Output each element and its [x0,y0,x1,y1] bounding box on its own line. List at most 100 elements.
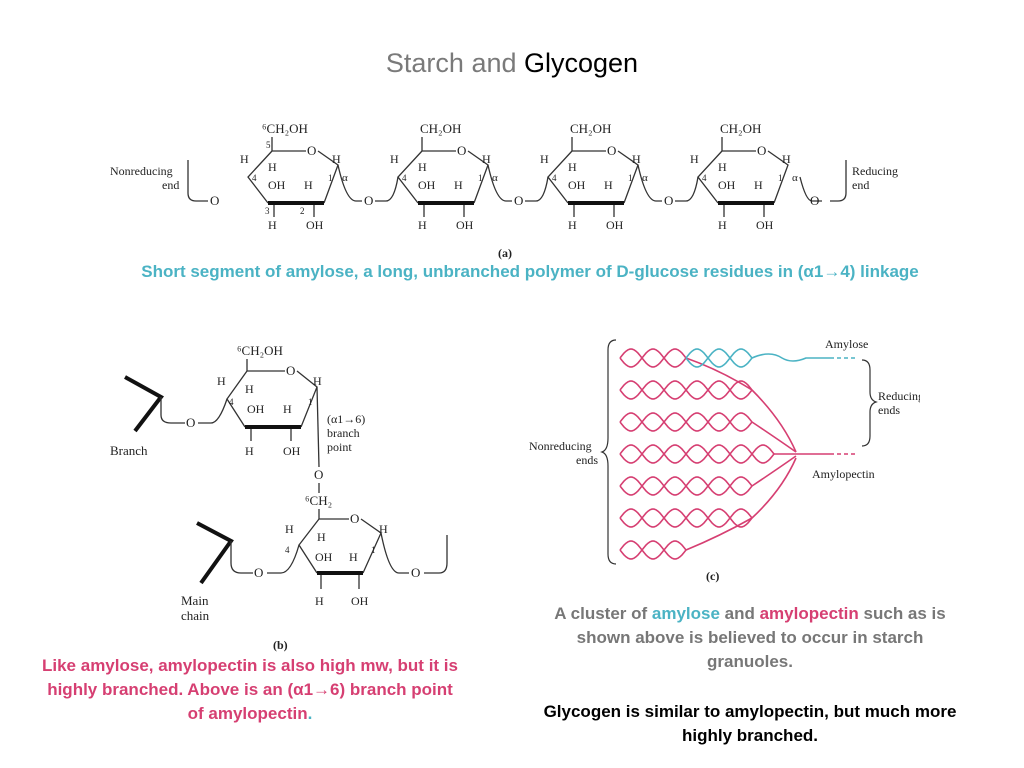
amylopectin-helix [619,444,775,464]
nonreducing-end-label-2: end [162,178,179,192]
amylose-helix [685,348,753,368]
main-chain-label-1: Main [181,593,209,608]
amylopectin-helix [619,540,687,560]
ch2oh-label: CH₂OH [420,121,461,136]
reducing-ends-label-1: Reducing [878,389,920,403]
caption-c-post: such as is shown above is believed to oc… [576,604,946,671]
svg-text:H: H [285,522,294,536]
branch-point-label-1: (α1→6) [327,412,365,426]
svg-text:1: 1 [478,173,483,183]
ch2-label: ⁶CH₂ [305,493,332,508]
amylopectin-branch [685,357,753,391]
svg-text:OH: OH [247,402,265,416]
svg-text:H: H [245,382,254,396]
amylopectin-label: Amylopectin [812,467,875,481]
main-chain-label-2: chain [181,608,210,623]
svg-text:H: H [240,152,249,166]
svg-text:O: O [286,363,295,378]
chain-end-bond [830,160,847,202]
svg-text:H: H [304,178,313,192]
amylose-amylopectin-cluster-diagram: Nonreducing ends Amylose Reducing ends A… [529,337,920,583]
branch-point-label-2: branch [327,426,360,440]
amylopectin-branch [751,421,797,453]
amylopectin-helix [619,348,687,368]
svg-text:H: H [313,374,322,388]
glycosidic-oxygen: O [664,193,673,208]
glucose-residue: ⁶CH₂OH 5 O H H H 4 1 α OH H 3 2 H OH [240,121,362,232]
svg-text:H: H [268,218,277,232]
svg-text:OH: OH [606,218,624,232]
reducing-end-label-2: end [852,178,869,192]
glycosidic-oxygen: O [810,193,819,208]
svg-text:4: 4 [252,173,257,183]
svg-text:H: H [390,152,399,166]
amylopectin-branch [751,457,797,519]
amylopectin-helix [619,540,687,560]
amylopectin-helix [619,444,775,464]
svg-text:4: 4 [285,545,290,555]
svg-text:H: H [217,374,226,388]
svg-text:α: α [792,172,798,184]
branch-point-label-3: point [327,440,352,454]
caption-b-text: Like amylose, amylopectin is also high m… [42,656,458,723]
svg-text:H: H [332,152,341,166]
svg-text:O: O [314,467,323,482]
svg-text:OH: OH [268,178,286,192]
svg-text:OH: OH [456,218,474,232]
amylopectin-helix [619,412,753,432]
svg-text:H: H [754,178,763,192]
amylose-structure-diagram: Nonreducing end Reducing end O O ⁶CH₂OH … [110,121,898,260]
svg-text:5: 5 [266,140,271,150]
caption-c-pre: A cluster of [554,604,652,623]
amylose-strand [685,348,858,368]
glycosidic-oxygen: O [364,193,373,208]
nonreducing-brace [600,339,617,565]
svg-text:1: 1 [371,545,376,555]
glucose-residue: CH₂OH O H H H 4 1 α OH H H OH [390,121,512,232]
svg-text:α: α [492,172,498,184]
amylopectin-branch [751,389,797,453]
svg-text:H: H [482,152,491,166]
panel-label-b: (b) [273,638,288,652]
svg-text:H: H [245,444,254,458]
nonreducing-ends-label-1: Nonreducing [529,439,592,453]
svg-text:OH: OH [756,218,774,232]
main-chain-stub [196,521,234,585]
glucose-residue: CH₂OH O H H H 4 1 α OH H H OH [540,121,662,232]
caption-cluster: A cluster of amylose and amylopectin suc… [535,602,965,674]
svg-text:H: H [418,218,427,232]
amylopectin-branch-diagram: ⁶CH₂OH O H H H 4 1 OH H H OH O Branch (α… [110,343,448,652]
amylopectin-branch [685,517,753,551]
svg-text:O: O [307,143,316,158]
svg-text:H: H [718,160,727,174]
svg-text:3: 3 [265,206,270,216]
caption-c-amylopectin: amylopectin [759,604,859,623]
svg-text:H: H [718,218,727,232]
svg-text:O: O [350,511,359,526]
panel-label-c: (c) [706,569,719,583]
svg-text:H: H [568,160,577,174]
caption-b-period: . [307,704,313,723]
ch2oh-label: CH₂OH [720,121,761,136]
svg-text:O: O [757,143,766,158]
amylose-label: Amylose [825,337,868,351]
ch2oh-label: ⁶CH₂OH [262,121,308,136]
ch2oh-label: CH₂OH [570,121,611,136]
svg-text:OH: OH [283,444,301,458]
svg-text:OH: OH [306,218,324,232]
svg-text:O: O [411,565,420,580]
svg-text:O: O [607,143,616,158]
svg-text:H: H [349,550,358,564]
svg-text:H: H [418,160,427,174]
svg-text:H: H [782,152,791,166]
svg-text:H: H [268,160,277,174]
amylopectin-branch [751,455,797,487]
svg-text:OH: OH [351,594,369,608]
svg-text:OH: OH [568,178,586,192]
glycosidic-oxygen: O [514,193,523,208]
svg-text:OH: OH [718,178,736,192]
svg-text:1: 1 [308,397,313,407]
nonreducing-end-label-1: Nonreducing [110,164,173,178]
ch2oh-label: ⁶CH₂OH [237,343,283,358]
svg-text:H: H [540,152,549,166]
